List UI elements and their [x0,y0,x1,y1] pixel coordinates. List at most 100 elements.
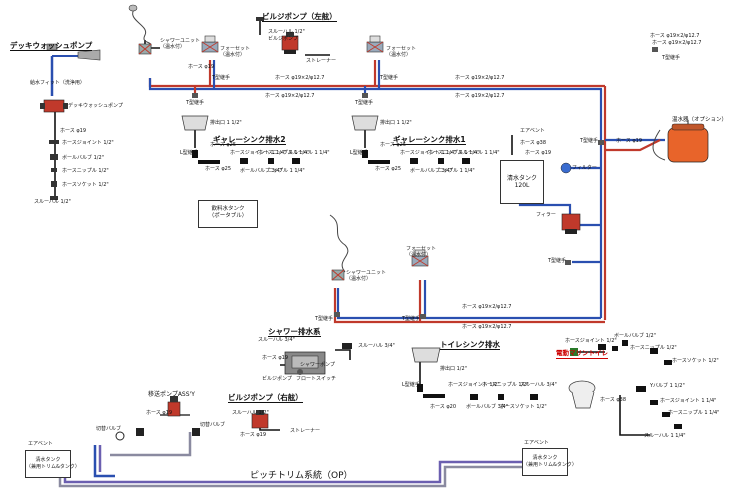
fitting-icon [664,360,672,365]
label-strainer-stbd: ストレーナー [290,428,321,434]
label-hose-nipple-ts: ホースニップル 1/2" [482,382,529,388]
label-hose-socket-deck: ホースソケット 1/2" [62,182,109,188]
label-hose-19-deck: ホース φ19 [60,128,87,134]
label-bilge-pump: ビルジポンプ [268,36,298,42]
shower-hose-top [132,7,152,49]
label-fill: フィラー [536,212,556,218]
trim-tank-right: 清水タンク （兼用トリム&タンク） [522,448,577,476]
heater-label: 温水器（オプション） [672,117,728,123]
valve-icon [240,158,248,164]
label-hose-transfer: ホース φ19 [146,410,173,416]
label-hose-bottom-1: ホース φ19×2/φ12.7 [462,304,512,310]
label-hose-19-tank: ホース φ19 [525,150,552,156]
hose-icon [423,394,445,398]
label-hose-g2: ホース φ25 [210,142,237,148]
valve-icon [470,394,478,400]
label-shower-pump: シャワーポンプ [300,362,335,368]
label-shower-unit-top: シャワーユニット （温水付） [160,38,201,50]
title-shower-drain: シャワー排水系 [268,327,321,337]
faucet-icon [201,35,219,53]
label-elbow-ts: L型継手 [402,382,420,388]
label-hose-shower: ホース φ19 [262,355,289,361]
label-hose-nipple-deck: ホースニップル 1/2" [62,168,109,174]
thru-hull-icon [462,158,470,164]
title-deck-wash: デッキウォッシュポンプ [10,41,93,51]
valve-icon [115,431,125,441]
water-tank-main-label: 清水タンク 120L [506,175,537,189]
label-hose-g2b: ホース φ25 [205,166,232,172]
shower-sump-icon [284,351,326,375]
fitting-icon [612,346,618,351]
label-hose-heater: ホース φ19 [616,138,643,144]
label-tee-3: T型継手 [380,75,399,81]
pump-icon [167,396,181,417]
label-hose-joint-ts: ホースジョイント 1/2" [448,382,500,388]
fitting-icon [268,158,274,164]
label-hose-socket-ts: ホースソケット 1/2" [500,404,547,410]
label-tee-8: T型継手 [315,316,334,322]
label-hose-g1: ホース φ25 [380,142,407,148]
toilet-icon [568,380,596,409]
label-hose-ts: ホース φ20 [430,404,457,410]
hose-icon [368,160,390,164]
water-heater-icon [667,120,709,163]
tee-icon [362,93,368,98]
label-tee-7: T型継手 [402,316,421,322]
fitting-icon [622,340,628,346]
valve-icon [410,158,418,164]
label-hose-38-mt: ホース φ38 [600,397,627,403]
title-marine-toilet: 電動マリントイレ [556,349,608,359]
label-tee-2: T型継手 [212,75,231,81]
drinking-tank-label: 飲料水タンク （ポータブル） [208,206,248,219]
label-hose-nipple-114-mt: ホースニップル 1 1/4" [668,410,720,416]
tee-icon [420,314,426,319]
label-strainer: ストレーナー [306,58,337,64]
label-sink-joint-g1: 排出口 1 1/2" [380,120,412,126]
label-vent-right: エアベント [524,440,549,446]
shower-hose-bottom [329,214,349,273]
thru-hull-icon [292,158,300,164]
hot-supply-line-bottom [333,288,605,324]
tee-icon [598,140,604,145]
label-thru-hull-deck: スルーハル 1/2" [34,199,71,205]
label-elbow-g1: L型継手 [350,150,368,156]
faucet-icon [366,35,384,53]
label-hose-joint-mt: ホースジョイント 1/2" [565,338,617,344]
label-faucet-2: フォーセット （温水付） [386,46,417,58]
label-ball-valve-g1: ボールバルブ 3/4" [410,168,452,174]
label-hose-nipple-g1: ホースニップル 1 1/4" [428,150,480,156]
label-ball-valve-g2: ボールバルブ 3/4" [240,168,282,174]
toilet-drain [619,395,650,436]
label-hose-heater-1: ホース φ19×2/φ12.7 [650,33,700,39]
fitting-icon [598,344,606,350]
label-hose-top-2: ホース φ19×2/φ12.7 [455,75,505,81]
label-hose-joint-deck: ホースジョイント 1/2" [62,140,114,146]
fitting-icon [192,150,198,158]
label-tee-6: T型継手 [548,258,567,264]
label-hose-joint-114-mt: ホースジョイント 1 1/4" [660,398,717,404]
label-hose-top-1: ホース φ19×2/φ12.7 [275,75,325,81]
sink-icon [411,347,441,363]
label-faucet-3: フォーセット （温水付） [406,246,437,258]
label-hose-nipple-g2: ホースニップル 1 1/4" [258,150,310,156]
valve-icon [636,386,646,392]
pump-icon [561,213,581,234]
tee-icon [565,260,571,265]
label-hose-top-3: ホース φ19×2/φ12.7 [265,93,315,99]
shower-unit-bottom [331,269,345,281]
valve-icon [650,348,658,354]
label-check-valve-l: 切替バルブ [96,426,122,432]
sink-icon [351,115,379,131]
hose-icon [198,160,220,164]
title-bilge-stbd: ビルジポンプ（右舷） [228,393,303,403]
label-shower-unit-bottom: シャワーユニット （温水付） [346,270,387,282]
label-thru-hull-bilge: スルーハル 1/2" [268,29,305,35]
label-hose-38: ホース φ38 [520,140,547,146]
label-tee-4: T型継手 [355,100,374,106]
trim-tank-left: 清水タンク （兼用トリム&タンク） [25,450,80,478]
water-tank-main: 清水タンク 120L [500,160,544,204]
label-hose-heater-2: ホース φ19×2/φ12.7 [652,40,702,46]
drinking-tank: 飲料水タンク （ポータブル） [198,200,258,228]
label-sink-joint-g2: 排出口 1 1/2" [210,120,242,126]
label-sink-joint-ts: 排出口 1/2" [440,366,467,372]
